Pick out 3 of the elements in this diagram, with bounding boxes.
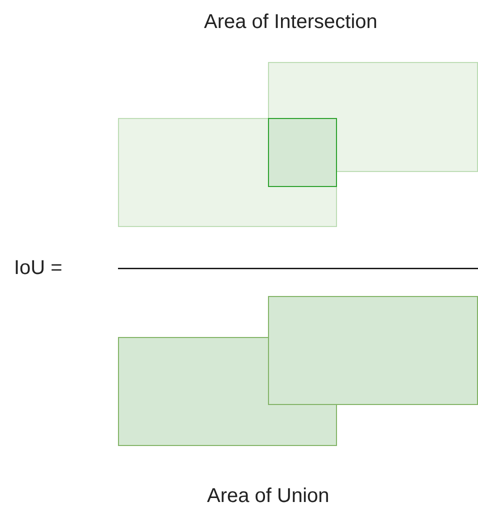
formula-label: IoU =	[14, 256, 62, 280]
numerator-label: Area of Intersection	[204, 10, 378, 34]
denominator-label: Area of Union	[207, 484, 330, 508]
